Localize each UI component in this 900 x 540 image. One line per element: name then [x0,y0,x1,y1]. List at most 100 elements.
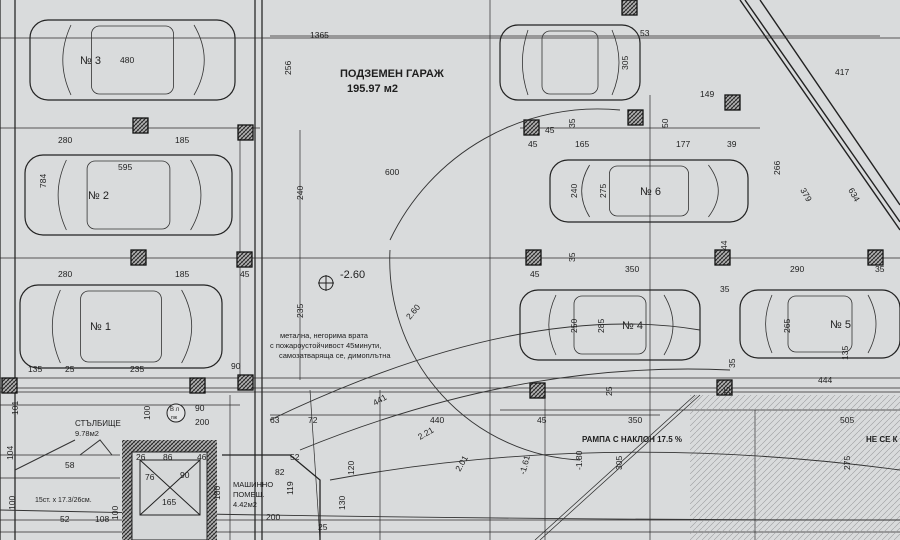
dimension-label: 35 [727,358,737,368]
elevator-cross-icon [139,459,201,516]
column [867,249,884,266]
column [724,94,741,111]
dimension-label: 165 [162,497,176,507]
dimension-label: -1.80 [574,450,584,470]
dimension-label: 135 [28,364,42,374]
dimension-label: 600 [385,167,399,177]
cut-note: НЕ СЕ К [866,435,898,444]
dimension-label: 86 [163,452,173,462]
parking-space-number: № 3 [80,55,101,67]
level-mark: -2.60 [340,269,365,281]
dimension-label: 108 [95,514,109,524]
parked-car: № 5 [739,289,900,359]
column [236,251,253,268]
dimension-label: 82 [275,467,285,477]
parking-space-number: № 4 [622,320,643,332]
machine-room-area: 4.42м2 [233,500,257,509]
dimension-label: 305 [620,56,630,70]
dimension-label: 120 [346,461,356,475]
stairs-area: 9.78м2 [75,429,99,438]
dimension-label: 35 [722,386,732,396]
dimension-label: 53 [640,28,650,38]
column [716,379,733,396]
dimension-label: 45 [530,269,540,279]
dimension-label: 379 [798,186,814,204]
level-crosshair [318,275,334,291]
parked-car: № 6 [549,159,749,223]
dimension-label: 185 [175,269,189,279]
dimension-label: 104 [5,446,15,460]
dimension-label: 44 [719,240,729,250]
plan-area: 195.97 м2 [347,83,398,95]
machine-room-label: МАШИННО [233,480,273,489]
parking-space-number: № 6 [640,186,661,198]
dimension-label: 256 [283,61,293,75]
dimension-label: 76 [145,472,155,482]
dimension-label: 45 [545,125,555,135]
door-tag-top: В л [170,407,180,413]
column [237,374,254,391]
dimension-label: 200 [266,512,280,522]
dimension-label: 240 [569,184,579,198]
column [529,382,546,399]
dimension-label: 1365 [310,30,329,40]
dimension-label: 266 [772,161,782,175]
dimension-label: 440 [430,415,444,425]
dimension-label: 35 [567,118,577,128]
dimension-label: 130 [337,496,347,510]
stairs-steps: 15ст. х 17.3/26см. [35,497,92,504]
dimension-label: 235 [295,304,305,318]
dimension-label: 280 [58,135,72,145]
dimension-label: 2.60 [404,302,422,321]
dimension-label: 441 [371,392,389,408]
dimension-label: 101 [10,401,20,415]
plan-line [539,394,701,540]
parked-car: № 3 [29,19,236,101]
stairs-label: СТЪЛБИЩЕ [75,419,121,428]
plan-title: ПОДЗЕМЕН ГАРАЖ [340,68,444,80]
dimension-label: 235 [130,364,144,374]
dimension-label: 634 [846,186,862,204]
dimension-label: 72 [308,415,318,425]
dimension-label: 350 [625,264,639,274]
column [189,377,206,394]
dimension-label: 177 [676,139,690,149]
stairs-arrow [14,439,113,471]
dimension-label: 784 [38,174,48,188]
plan-line [309,389,321,540]
dimension-label: 25 [318,522,328,532]
dimension-label: 290 [790,264,804,274]
door-note-line-2: с пожароустойчивост 45минути, [270,341,381,350]
dimension-label: 45 [528,139,538,149]
parking-space-number: № 2 [88,190,109,202]
column [525,249,542,266]
dimension-label: 45 [240,269,250,279]
dimension-label: 149 [700,89,714,99]
door-tag [166,403,186,423]
parking-space-number: № 1 [90,321,111,333]
dimension-label: 35 [567,252,577,262]
parked-car [499,24,641,101]
dimension-label: 2.21 [416,425,436,442]
dimension-label: 90 [180,470,190,480]
dimension-label: 250 [569,319,579,333]
dimension-label: 35 [875,264,885,274]
parking-cars: № 3 № 2 № 1 № 6 № 4 № 5 [19,19,900,369]
columns [1,0,884,399]
door-note-line-1: метална, негорима врата [280,331,369,340]
dimension-label: 46 [197,452,207,462]
dimension-label: 185 [175,135,189,145]
dimension-label: 2.01 [453,453,470,473]
dimension-label: 305 [614,456,624,470]
dimension-label: 100 [110,506,120,520]
column [621,0,638,16]
dimension-label: 280 [58,269,72,279]
door-tag-bottom: пж [171,415,178,421]
dimension-label: 39 [727,139,737,149]
dimension-label: 26 [136,452,146,462]
dimension-label: 90 [195,403,205,413]
dimension-label: 240 [295,186,305,200]
dimension-label: 200 [195,417,209,427]
dimension-label: 595 [118,162,132,172]
